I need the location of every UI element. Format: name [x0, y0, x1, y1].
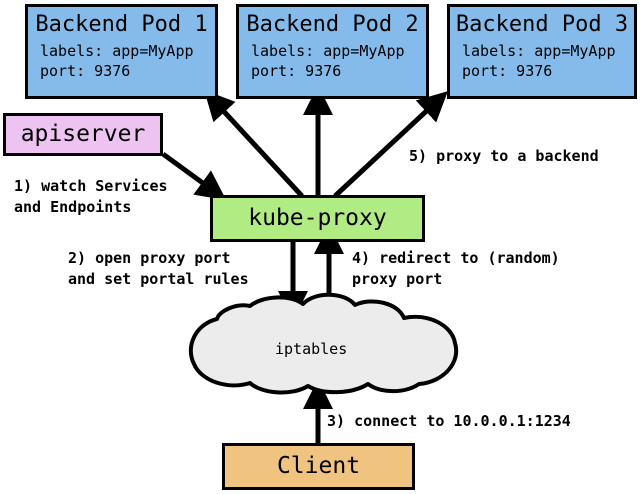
- step-3-label: 3) connect to 10.0.0.1:1234: [327, 411, 571, 432]
- backend-pod-1-details: labels: app=MyApp port: 9376: [40, 42, 194, 82]
- step-2-line-2: and set portal rules: [68, 269, 249, 288]
- apiserver-box[interactable]: apiserver: [3, 113, 163, 156]
- step-1-label: 1) watch Services and Endpoints: [14, 176, 168, 217]
- arrow-kubeproxy-to-pod3: [333, 91, 448, 198]
- kube-proxy-box[interactable]: kube-proxy: [210, 195, 425, 242]
- iptables-cloud: [188, 292, 459, 395]
- step-4-label: 4) redirect to (random) proxy port: [352, 248, 560, 289]
- step-2-line-1: 2) open proxy port: [68, 249, 231, 267]
- iptables-label: iptables: [275, 340, 348, 358]
- step-1-line-1: 1) watch Services: [14, 177, 168, 195]
- backend-pod-1-labels: labels: app=MyApp: [40, 42, 194, 60]
- arrow-kubeproxy-to-pod1: [204, 90, 304, 198]
- step-4-line-2: proxy port: [352, 269, 443, 288]
- backend-pod-2-box[interactable]: Backend Pod 2 labels: app=MyApp port: 93…: [236, 4, 429, 99]
- backend-pod-1-port: port: 9376: [40, 61, 131, 80]
- backend-pod-2-port: port: 9376: [251, 61, 342, 80]
- backend-pod-2-labels: labels: app=MyApp: [251, 42, 405, 60]
- kube-proxy-label: kube-proxy: [248, 205, 387, 231]
- backend-pod-3-title: Backend Pod 3: [455, 12, 629, 37]
- step-3-line-1: 3) connect to 10.0.0.1:1234: [327, 412, 571, 430]
- backend-pod-2-details: labels: app=MyApp port: 9376: [251, 42, 405, 82]
- step-2-label: 2) open proxy port and set portal rules: [68, 248, 249, 289]
- client-label: Client: [276, 453, 361, 479]
- backend-pod-3-details: labels: app=MyApp port: 9376: [462, 42, 616, 82]
- backend-pod-3-box[interactable]: Backend Pod 3 labels: app=MyApp port: 93…: [447, 4, 637, 99]
- step-1-line-2: and Endpoints: [14, 197, 132, 216]
- client-box[interactable]: Client: [222, 443, 415, 490]
- backend-pod-1-box[interactable]: Backend Pod 1 labels: app=MyApp port: 93…: [25, 4, 218, 99]
- arrow-apiserver-to-kubeproxy: [161, 151, 227, 201]
- step-5-label: 5) proxy to a backend: [409, 146, 599, 167]
- backend-pod-1-title: Backend Pod 1: [35, 12, 208, 37]
- apiserver-label: apiserver: [20, 121, 146, 147]
- step-4-line-1: 4) redirect to (random): [352, 249, 560, 267]
- backend-pod-2-title: Backend Pod 2: [246, 12, 419, 37]
- backend-pod-3-port: port: 9376: [462, 61, 553, 80]
- backend-pod-3-labels: labels: app=MyApp: [462, 42, 616, 60]
- step-5-line-1: 5) proxy to a backend: [409, 147, 599, 165]
